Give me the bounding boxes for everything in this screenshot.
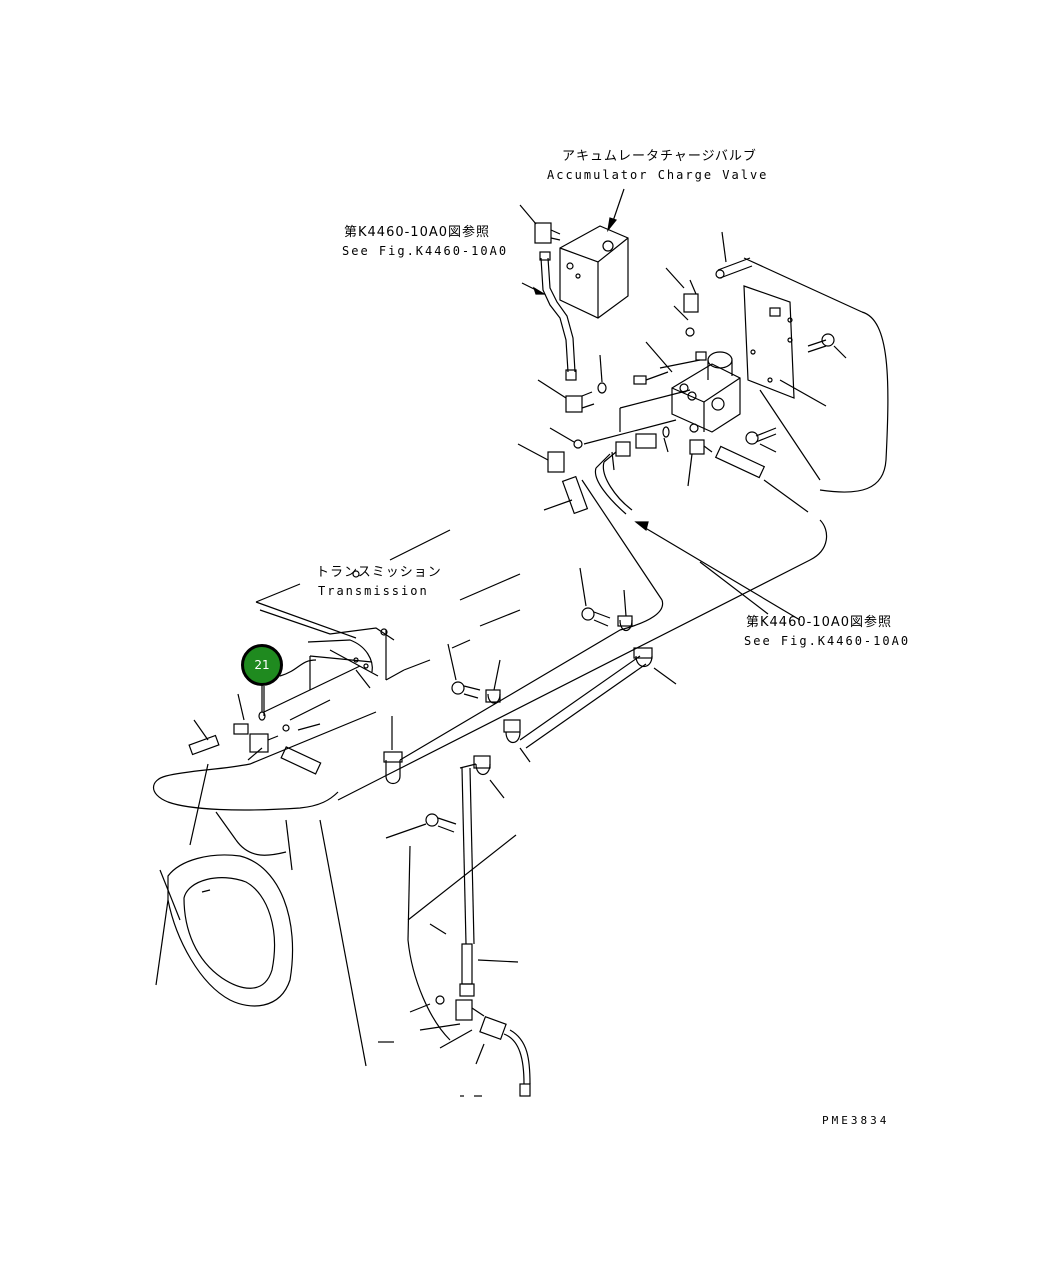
hose-top [521,251,577,381]
adapter-fittings-left [188,665,361,775]
lower-fittings [435,763,531,1097]
leader-lines [155,589,677,1097]
see-ref-top-label-en: See Fig.K4460-10A0 [342,244,509,258]
accumulator-label-jp: アキュムレータチャージバルブ [562,149,757,164]
clamp-5 [633,647,653,668]
connector-fittings-lower [611,423,713,487]
transmission-label-en: Transmission [318,584,429,598]
hose-curved [594,451,633,515]
clamp-2 [485,689,501,704]
clamp-3 [503,719,521,744]
bolt-top-right [715,231,753,279]
transmission-housing [255,529,521,690]
bolt-pipe-1 [447,643,481,699]
bolt-pipe-2 [579,567,611,627]
bolt-mid-right [807,333,847,359]
elbow-fitting-mid [537,354,607,413]
elbow-hose-left [517,427,589,515]
mounting-plate [743,285,795,399]
pipe-lines [337,257,889,801]
part-callout-21-number: 21 [254,658,270,672]
part-callout-21[interactable]: 21 [241,644,283,686]
elbow-fitting-top [519,204,561,244]
clamp-6 [473,755,491,776]
clamp-1 [383,751,403,785]
drawing-code: PME3834 [822,1114,890,1127]
see-ref-right-label-en: See Fig.K4460-10A0 [744,634,911,648]
accumulator-charge-valve [559,225,629,319]
clamp-4 [617,615,633,632]
transmission-label-jp: トランスミッション [316,565,442,580]
bolt-pipe-3 [385,813,457,839]
see-ref-right-label-jp: 第K4460-10A0図参照 [746,615,893,630]
solenoid-valve-block [633,341,741,433]
frame-outline [152,711,451,1067]
see-ref-top-label-jp: 第K4460-10A0図参照 [344,225,491,240]
accumulator-label-en: Accumulator Charge Valve [547,168,769,182]
elbow-fitting-upper [665,267,699,337]
bolt-lower-right [745,427,777,453]
hose-right [714,445,809,513]
